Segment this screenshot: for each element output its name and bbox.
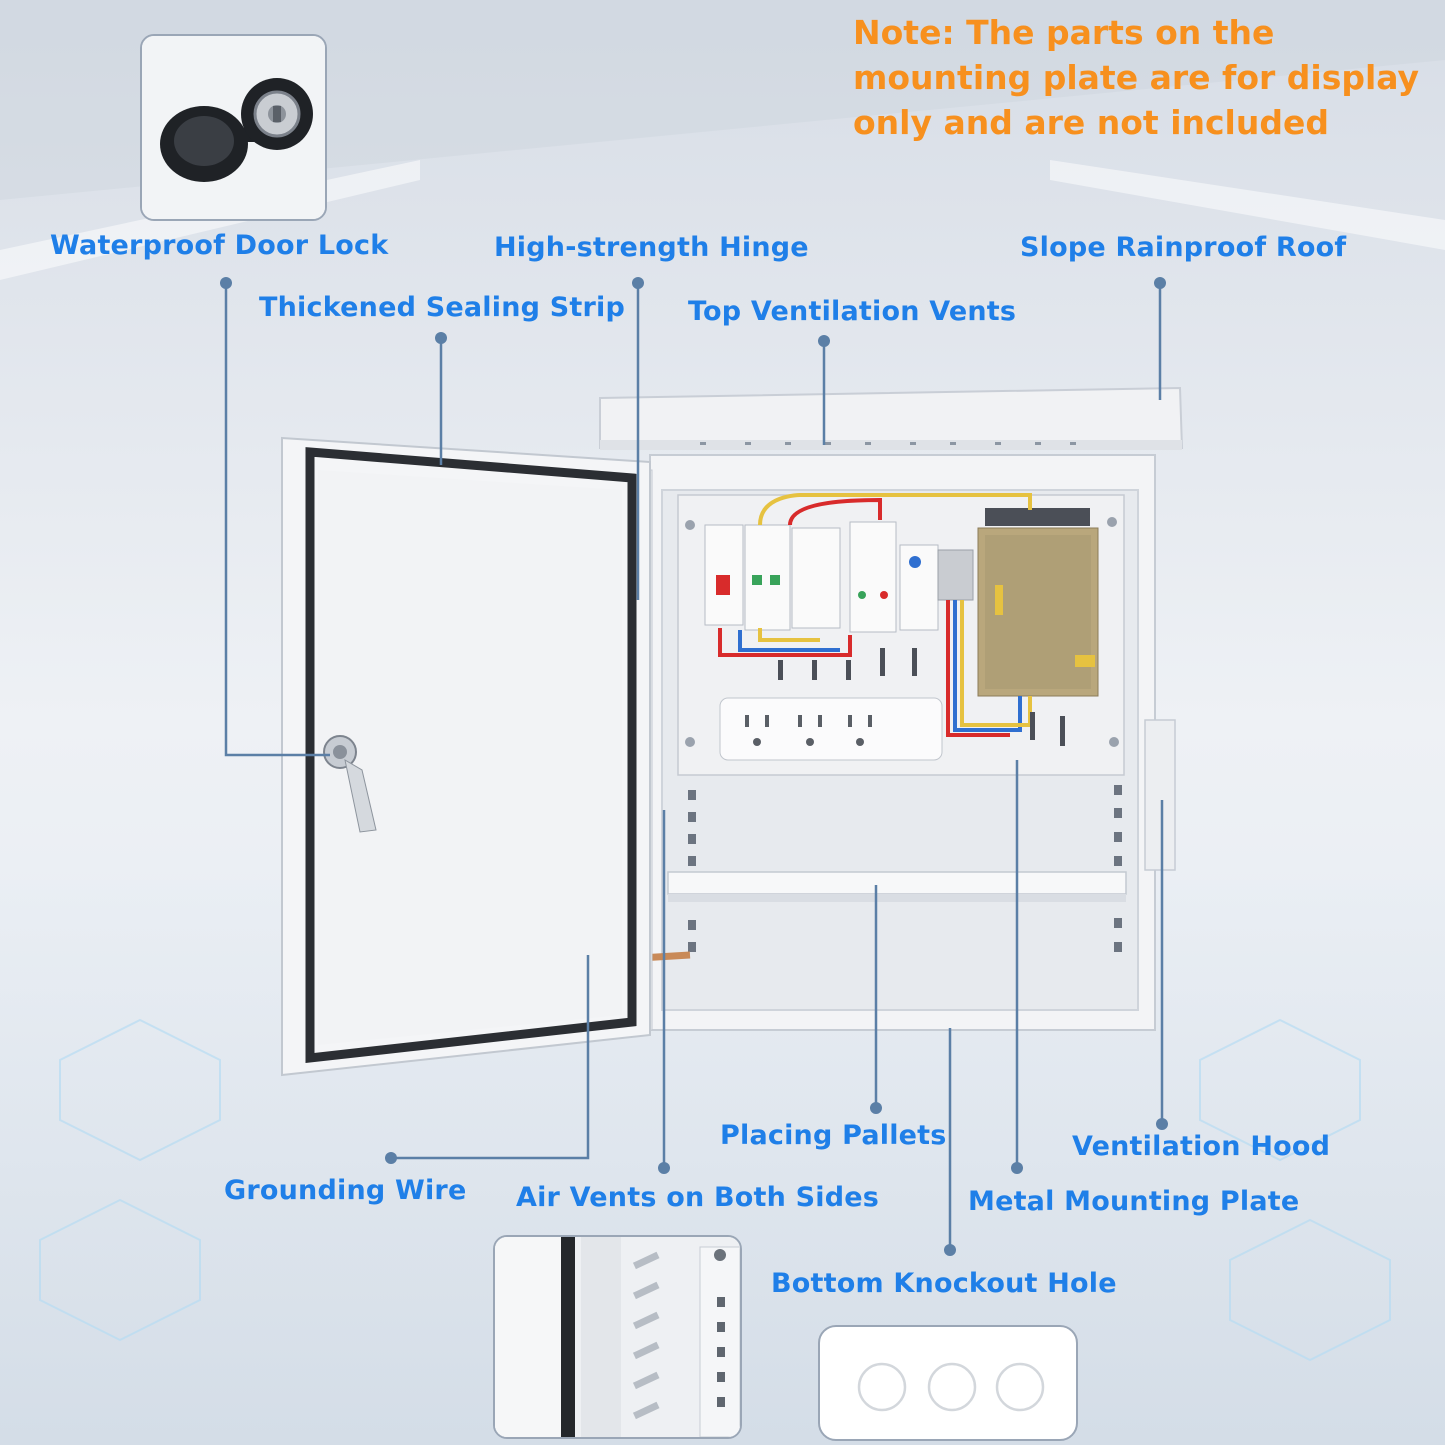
label-placing-pallets: Placing Pallets: [720, 1120, 947, 1151]
label-top-ventilation-vents: Top Ventilation Vents: [688, 296, 1017, 327]
placing-pallet: [667, 871, 1127, 902]
label-air-vents-on-both-sides: Air Vents on Both Sides: [516, 1182, 880, 1213]
cabinet-door: [281, 436, 651, 1077]
label-high-strength-hinge: High-strength Hinge: [494, 232, 809, 263]
label-grounding-wire: Grounding Wire: [224, 1175, 467, 1206]
display-only-note: Note: The parts on the mounting plate ar…: [853, 13, 1420, 142]
air-vents-on-both-sides: [688, 785, 1122, 952]
air-vents-closeup: [493, 1235, 742, 1439]
label-bottom-knockout-hole: Bottom Knockout Hole: [771, 1268, 1117, 1299]
knockout-holes-closeup: [818, 1325, 1078, 1441]
label-ventilation-hood: Ventilation Hood: [1072, 1131, 1331, 1162]
slope-rainproof-roof: [599, 386, 1184, 450]
lock-icon: [142, 36, 325, 219]
vent-slots-icon: [495, 1237, 740, 1437]
label-waterproof-door-lock: Waterproof Door Lock: [50, 230, 389, 261]
label-thickened-sealing-strip: Thickened Sealing Strip: [259, 292, 625, 323]
door-lock: [323, 735, 377, 833]
label-metal-mounting-plate: Metal Mounting Plate: [968, 1186, 1300, 1217]
top-ventilation-vents: [700, 442, 1076, 445]
leader-lines: [224, 283, 1164, 1250]
leader-dots: [220, 277, 1168, 1256]
metal-mounting-plate: [677, 493, 1125, 776]
knockout-holes-icon: [857, 1362, 1045, 1412]
label-slope-rainproof-roof: Slope Rainproof Roof: [1020, 232, 1347, 263]
door-lock-closeup: [140, 34, 327, 221]
